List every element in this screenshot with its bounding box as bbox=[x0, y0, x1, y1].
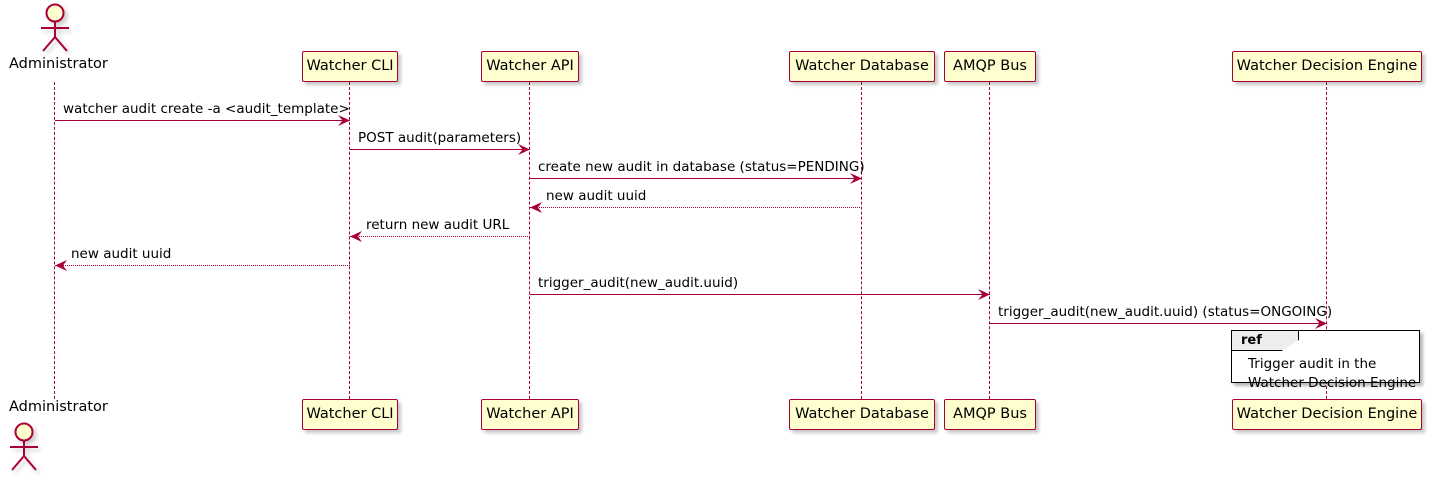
message-label: return new audit URL bbox=[366, 216, 510, 233]
message-label: trigger_audit(new_audit.uuid) bbox=[538, 274, 739, 291]
participant-amqp[interactable]: AMQP Bus bbox=[944, 399, 1036, 430]
ref-fragment-body: Trigger audit in the Watcher Decision En… bbox=[1248, 356, 1417, 392]
message-line bbox=[55, 120, 350, 121]
message-label: create new audit in database (status=PEN… bbox=[538, 158, 865, 175]
arrowhead-right-icon bbox=[1315, 318, 1327, 329]
message-line bbox=[350, 149, 530, 150]
message-line bbox=[350, 236, 530, 237]
lifeline-amqp bbox=[989, 82, 991, 399]
message-line bbox=[530, 294, 990, 295]
participant-cli[interactable]: Watcher CLI bbox=[302, 51, 398, 82]
participant-wde[interactable]: Watcher Decision Engine bbox=[1232, 51, 1422, 82]
lifeline-database bbox=[861, 82, 863, 399]
message-line bbox=[530, 207, 862, 208]
message-label: new audit uuid bbox=[71, 245, 172, 262]
participant-cli[interactable]: Watcher CLI bbox=[302, 399, 398, 430]
participant-amqp[interactable]: AMQP Bus bbox=[944, 51, 1036, 82]
message-label: POST audit(parameters) bbox=[358, 129, 522, 146]
arrowhead-right-icon bbox=[850, 173, 862, 184]
participant-database[interactable]: Watcher Database bbox=[789, 399, 935, 430]
participant-database[interactable]: Watcher Database bbox=[789, 51, 935, 82]
arrowhead-right-icon bbox=[338, 115, 350, 126]
actor-label-admin: Administrator bbox=[9, 399, 108, 415]
arrowhead-right-icon bbox=[518, 144, 530, 155]
participant-api[interactable]: Watcher API bbox=[481, 51, 579, 82]
message-line bbox=[990, 323, 1327, 324]
participant-wde[interactable]: Watcher Decision Engine bbox=[1232, 399, 1422, 430]
message-line bbox=[530, 178, 862, 179]
actor-admin[interactable] bbox=[0, 422, 48, 476]
message-label: trigger_audit(new_audit.uuid) (status=ON… bbox=[998, 303, 1333, 320]
message-line bbox=[55, 265, 350, 266]
arrowhead-right-icon bbox=[978, 289, 990, 300]
arrowhead-left-icon bbox=[55, 260, 67, 271]
participant-api[interactable]: Watcher API bbox=[481, 399, 579, 430]
lifeline-admin bbox=[54, 82, 56, 399]
actor-admin[interactable] bbox=[31, 3, 79, 57]
message-label: new audit uuid bbox=[546, 187, 647, 204]
lifeline-cli bbox=[349, 82, 351, 399]
actor-label-admin: Administrator bbox=[9, 56, 108, 72]
message-label: watcher audit create -a <audit_template> bbox=[63, 100, 350, 117]
arrowhead-left-icon bbox=[530, 202, 542, 213]
lifeline-wde bbox=[1326, 82, 1328, 399]
lifeline-api bbox=[529, 82, 531, 399]
ref-fragment-tab-label: ref bbox=[1241, 333, 1262, 348]
arrowhead-left-icon bbox=[350, 231, 362, 242]
